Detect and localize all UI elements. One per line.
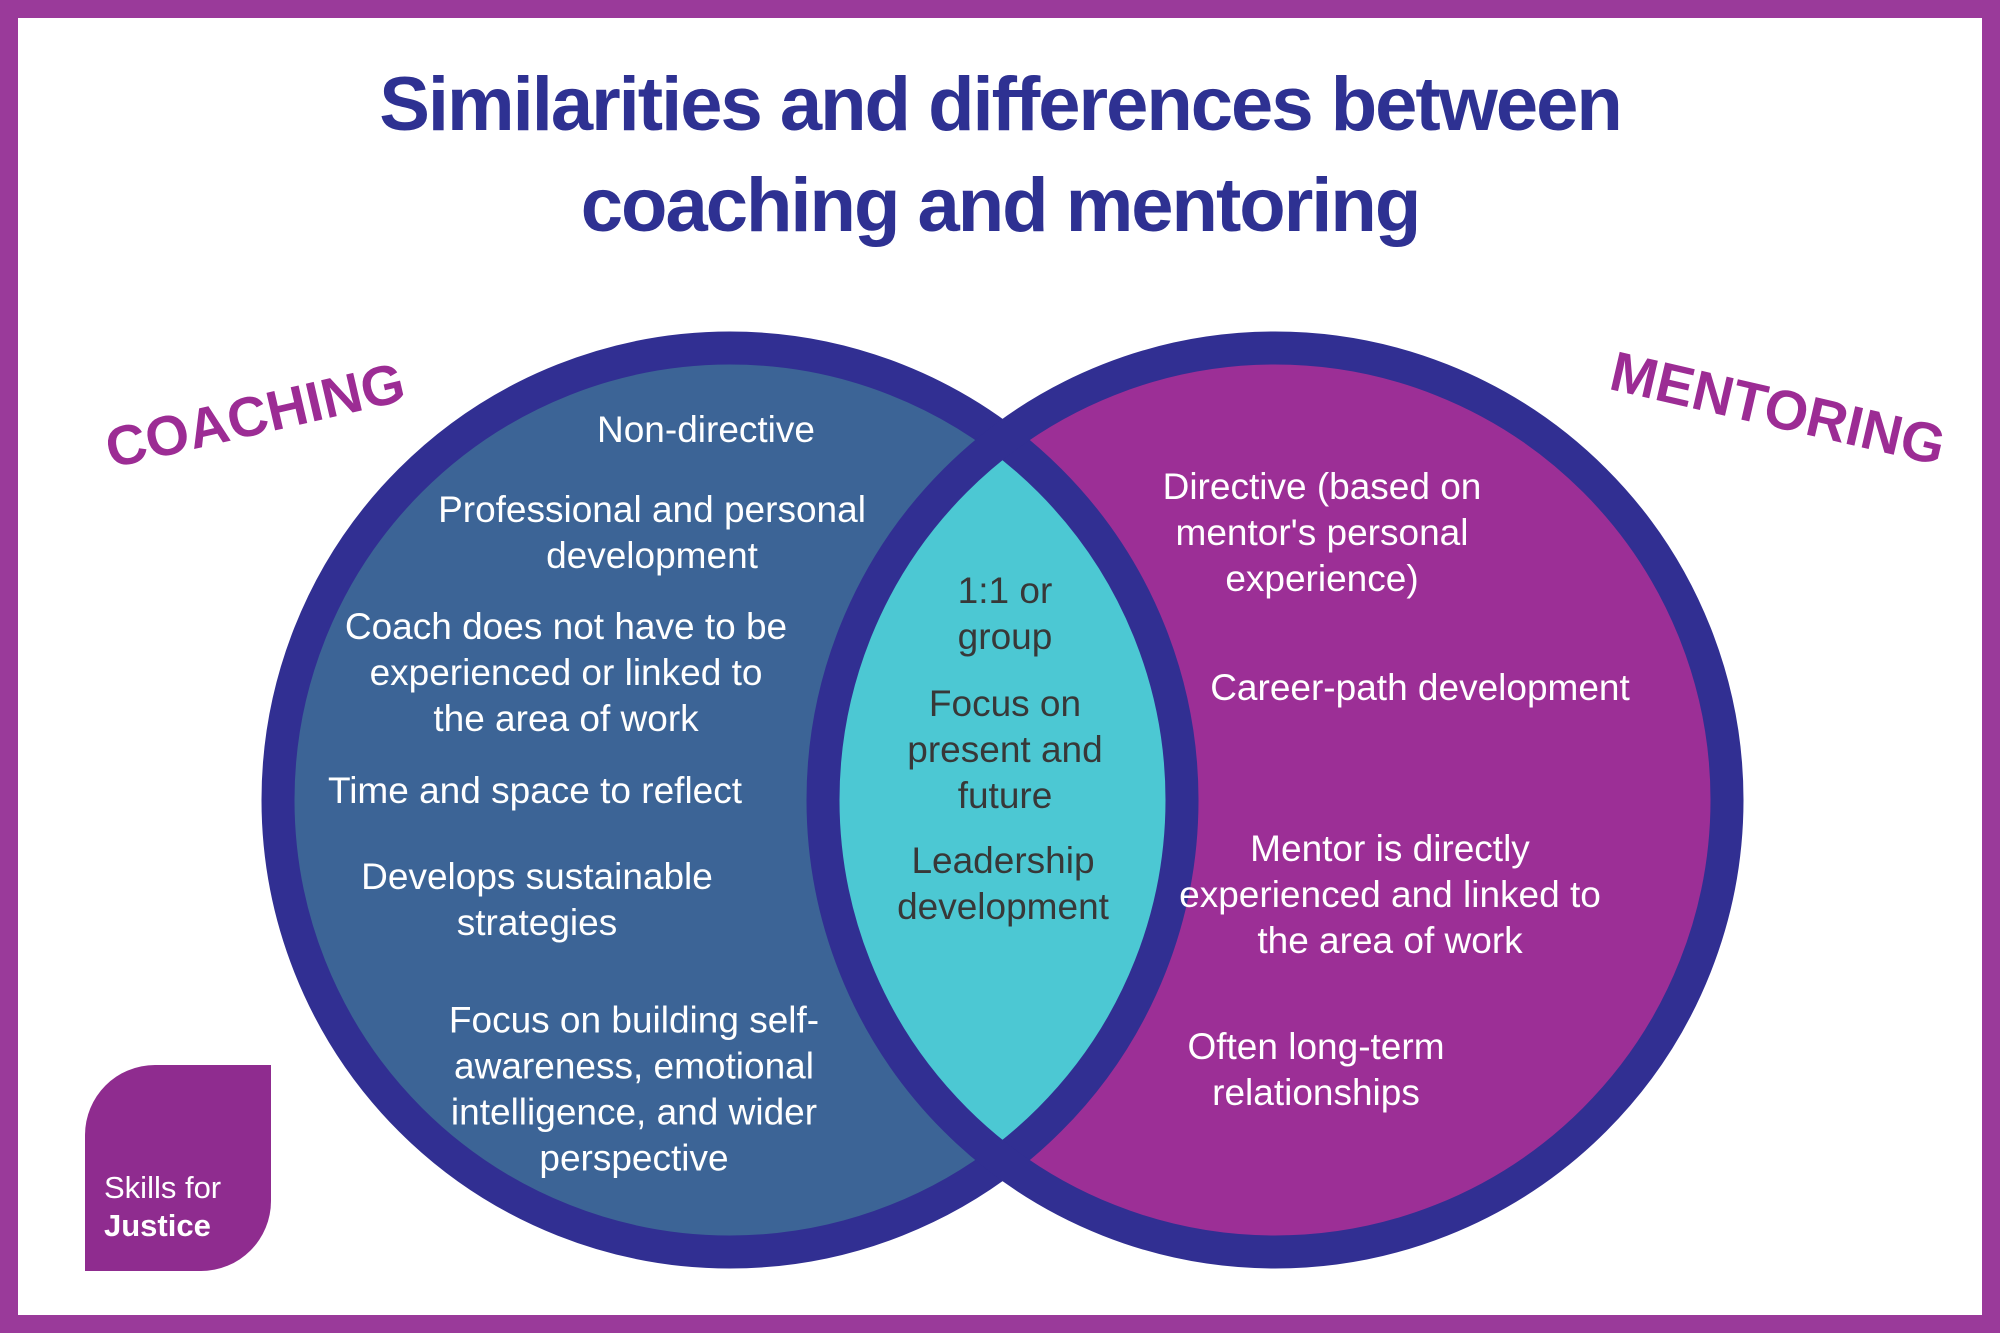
- mentoring-item: Career-path development: [1210, 667, 1630, 709]
- coaching-item: Time and space to reflect: [327, 770, 743, 812]
- coaching-circle-outline: [261, 331, 1199, 1269]
- mentoring-circle-outline: [806, 331, 1744, 1269]
- coaching-item: Professional and personal development: [438, 489, 866, 576]
- logo-text-top: Skills for: [104, 1169, 222, 1205]
- shared-item: Focus on present and future: [907, 683, 1103, 816]
- logo-text: Skills for Justice: [104, 1169, 221, 1245]
- mentoring-item: Directive (based on mentor's personal ex…: [1162, 466, 1482, 599]
- coaching-item: Develops sustainable strategies: [361, 856, 713, 943]
- mentoring-item: Often long-term relationships: [1187, 1026, 1445, 1113]
- coaching-item: Focus on building self- awareness, emoti…: [448, 999, 820, 1178]
- logo-text-bottom: Justice: [104, 1207, 211, 1243]
- coaching-item: Coach does not have to be experienced or…: [344, 606, 788, 739]
- overlap-region: [823, 348, 1182, 1252]
- skills-for-justice-logo: Skills for Justice: [85, 1065, 271, 1271]
- shared-item: Leadership development: [897, 840, 1109, 927]
- coaching-item: Non-directive: [597, 409, 815, 451]
- mentoring-item: Mentor is directly experienced and linke…: [1179, 828, 1601, 961]
- page-title: Similarities and differences between coa…: [379, 62, 1623, 249]
- shared-item: 1:1 or group: [957, 570, 1053, 657]
